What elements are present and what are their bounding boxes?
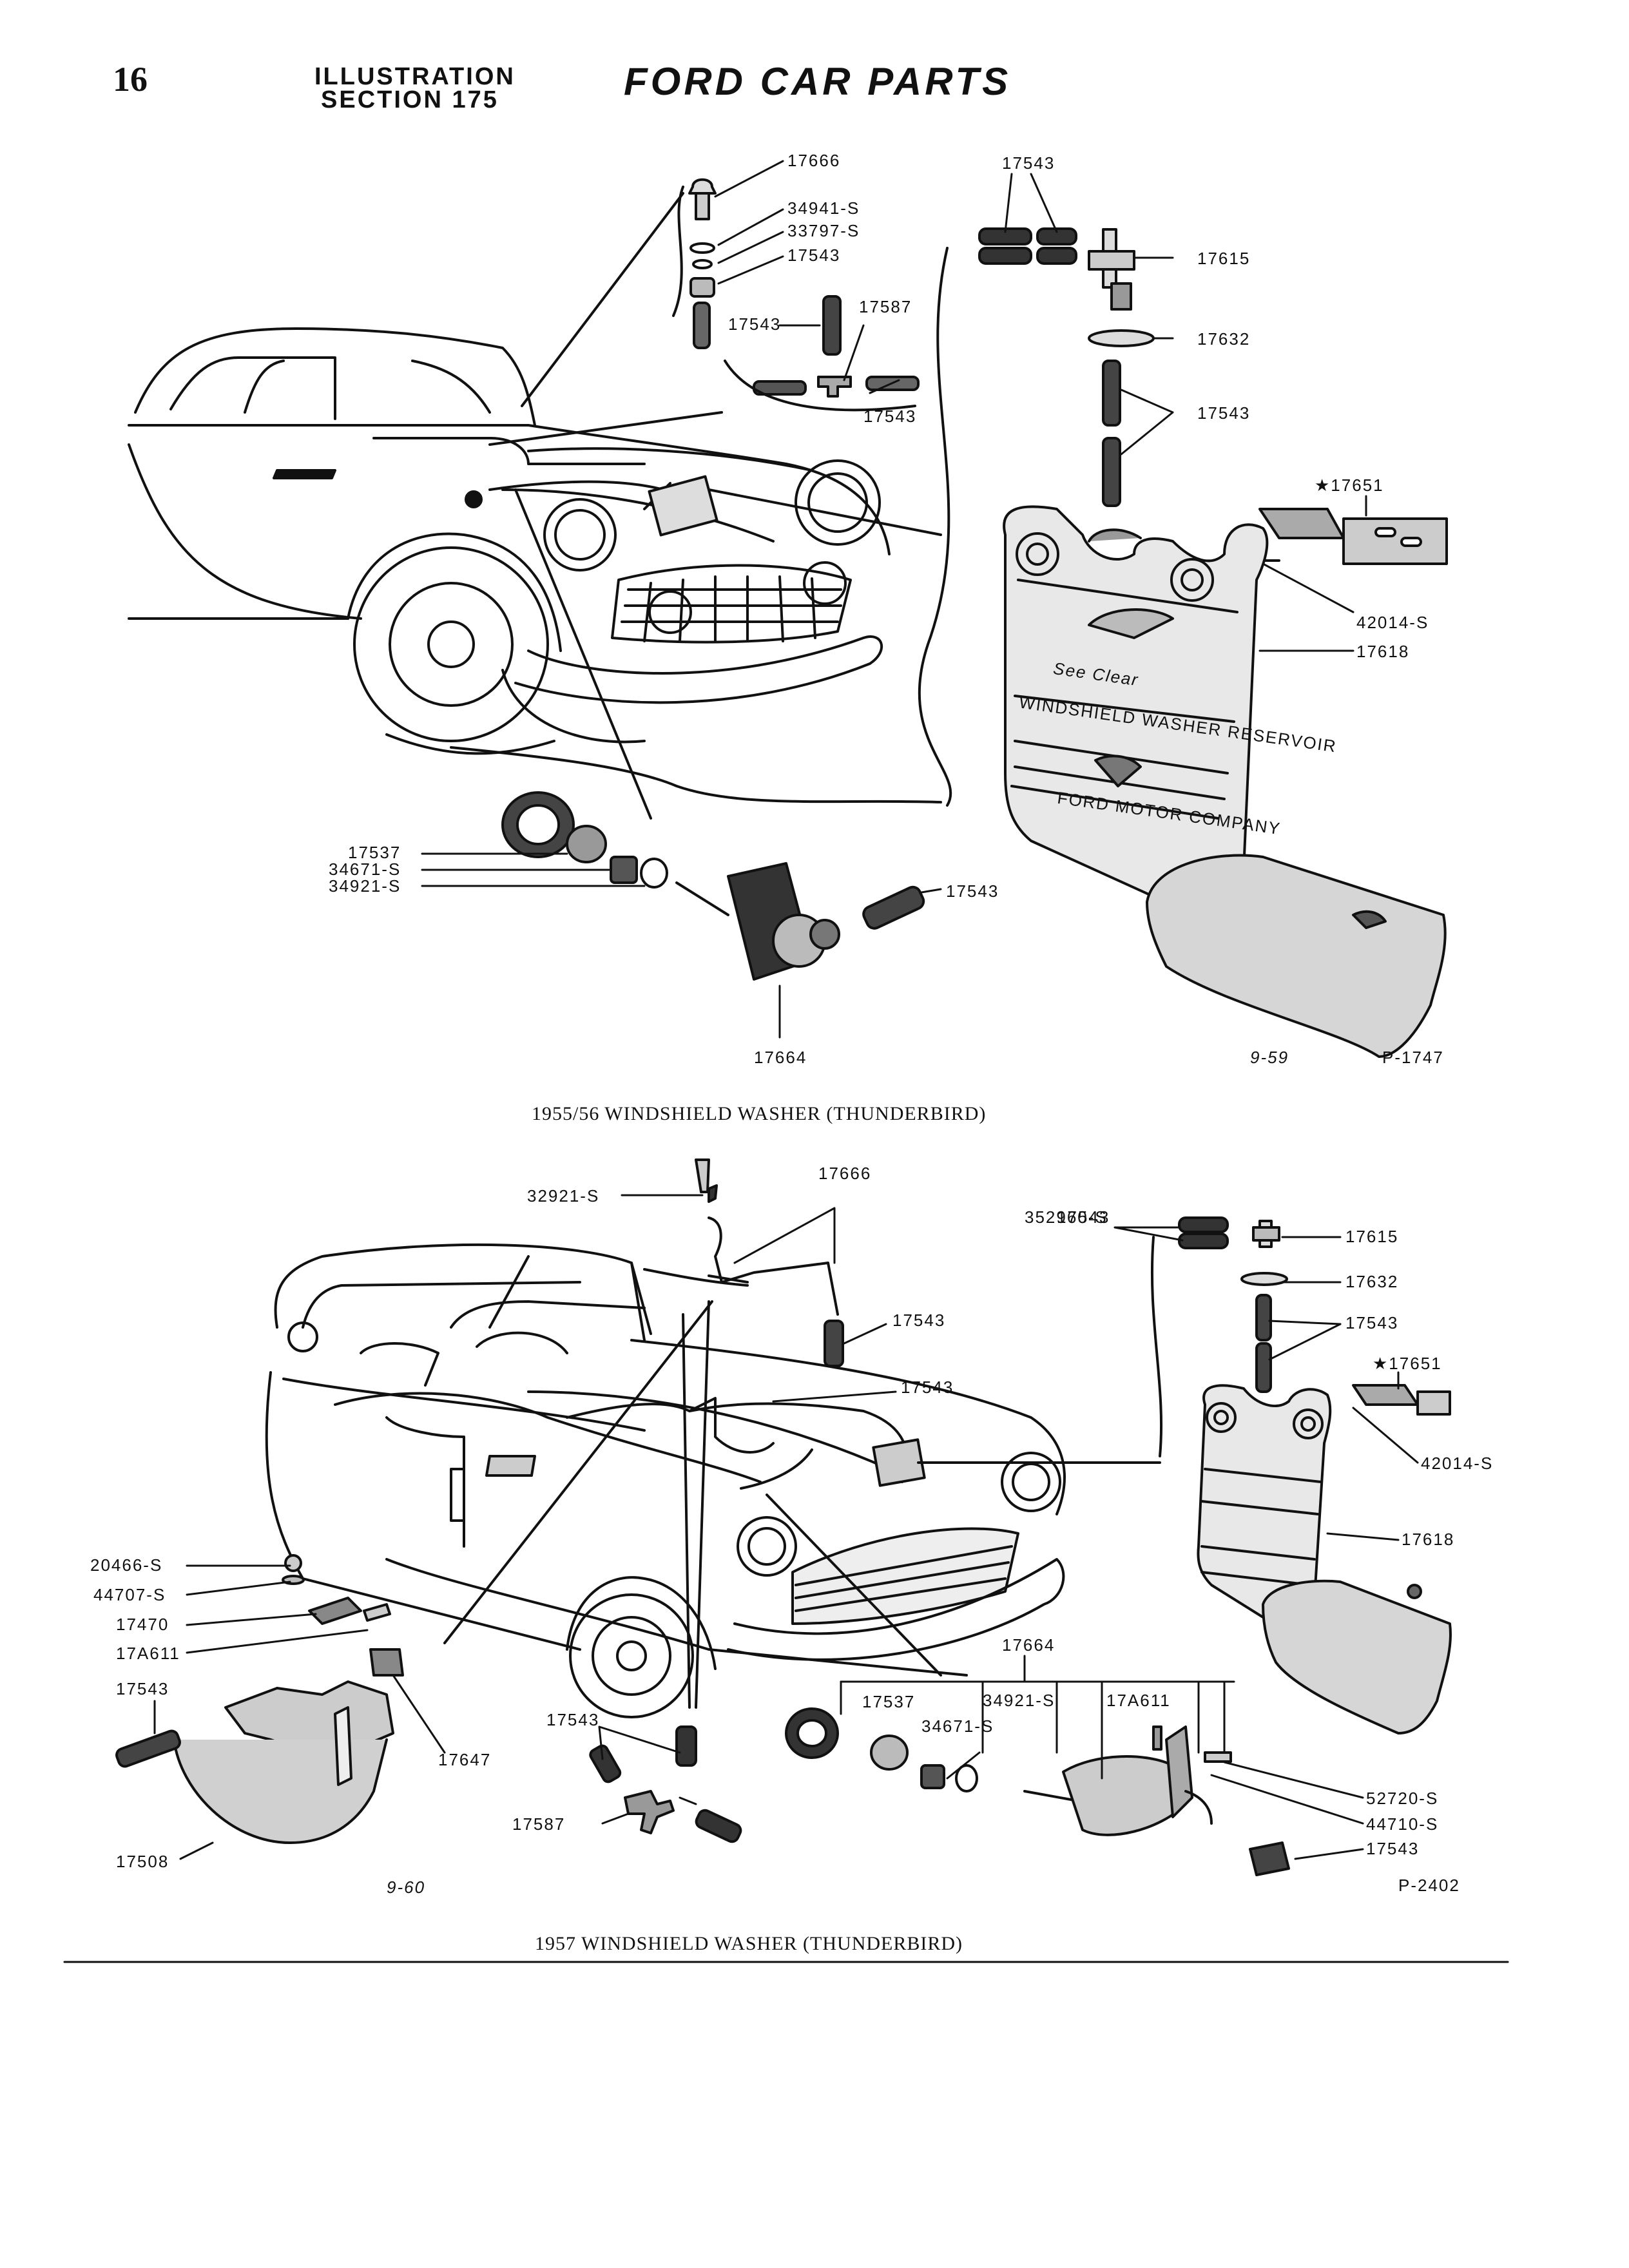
callout-label: 17A611: [1106, 1691, 1171, 1710]
callout-label: 17543: [1345, 1313, 1398, 1332]
callout-label: 17618: [1402, 1530, 1454, 1549]
figure1-car-drawing: [128, 327, 942, 803]
figure2-car-drawing: [265, 1243, 1066, 1718]
callout-label: 17543: [116, 1679, 169, 1698]
callout-label: 17666: [818, 1164, 871, 1183]
callout-label: 33797-S: [787, 221, 860, 240]
figure2-date-code: 9-60: [387, 1878, 425, 1897]
callout-label: 42014-S: [1421, 1454, 1493, 1473]
callout-label: 17587: [512, 1814, 565, 1834]
figure1-date-code: 9-59: [1250, 1048, 1289, 1067]
callout-label: 20466-S: [90, 1555, 162, 1575]
callout-label: 17587: [859, 297, 912, 316]
callout-label: 17543: [946, 881, 999, 901]
callout-label: 17543: [1057, 1207, 1110, 1227]
figure2-leader-lines: [443, 1300, 1161, 1709]
callout-label: 17543: [901, 1378, 954, 1397]
callout-label: 17543: [728, 314, 781, 334]
figure2-tee-fittings: [589, 1725, 742, 1843]
callout-label: 17543: [892, 1311, 945, 1330]
page-number: 16: [113, 60, 148, 99]
callout-label: 34941-S: [787, 198, 860, 218]
callout-label: 44707-S: [93, 1585, 166, 1604]
callout-label: 17A611: [116, 1644, 180, 1663]
callout-label: 17615: [1345, 1227, 1398, 1246]
callout-label: ★17651: [1315, 476, 1384, 495]
figure1-callout-leaders: [421, 160, 1367, 1039]
callout-label: 17632: [1197, 329, 1250, 349]
callout-label: 42014-S: [1356, 613, 1429, 632]
callout-label: 17537: [348, 843, 401, 862]
figure1-reservoir-bag: [1003, 505, 1447, 1058]
callout-label: 17508: [116, 1852, 169, 1871]
callout-label: 17543: [1002, 153, 1055, 173]
figure1-bracket: [1240, 508, 1448, 577]
callout-label: 17543: [1366, 1839, 1419, 1858]
callout-label: 34921-S: [329, 876, 401, 896]
callout-label: 17647: [438, 1750, 491, 1769]
callout-label: 32921-S: [527, 1186, 599, 1206]
figure1-leader-lines: [465, 192, 942, 820]
figure2-plate-number: P-2402: [1398, 1876, 1460, 1895]
callout-label: 17632: [1345, 1272, 1398, 1291]
figure2-nozzle-bracket: [695, 1158, 844, 1367]
callout-label: 17537: [862, 1692, 915, 1711]
callout-label: 352960-S: [1025, 1207, 1108, 1227]
callout-label: 17470: [116, 1615, 169, 1634]
figure1-break-line: [918, 247, 952, 807]
callout-label: 17543: [546, 1710, 599, 1729]
figure2-reservoir: [1150, 1216, 1452, 1735]
callout-label: 17618: [1356, 642, 1409, 661]
figure1-plate-number: P-1747: [1382, 1048, 1444, 1067]
figure1-reservoir-fittings: [978, 227, 1155, 507]
figure1-pump-assembly: [501, 791, 925, 981]
callout-label: 17666: [787, 151, 840, 170]
callout-label: 17615: [1197, 249, 1250, 268]
figure2-right-pump: [785, 1707, 1290, 1876]
figure1-nozzle-parts: [672, 178, 920, 412]
section-label-line1: ILLUSTRATION: [314, 63, 516, 90]
callout-label: 17664: [1002, 1635, 1055, 1655]
callout-label: 34671-S: [921, 1716, 994, 1736]
figure2-caption: 1957 WINDSHIELD WASHER (THUNDERBIRD): [535, 1933, 963, 1954]
callout-label: 34921-S: [983, 1691, 1055, 1710]
section-label-line2: SECTION 175: [321, 86, 499, 113]
callout-label: ★17651: [1373, 1354, 1442, 1373]
callout-label: 34671-S: [329, 860, 401, 879]
figure2-callout-leaders: [153, 1194, 1419, 1860]
callout-label: 17543: [863, 407, 916, 426]
callout-label: 17664: [754, 1048, 807, 1067]
callout-label: 17543: [1197, 403, 1250, 423]
catalog-title: FORD CAR PARTS: [624, 60, 1012, 103]
callout-label: 44710-S: [1366, 1814, 1438, 1834]
figure2-left-pump: [115, 1554, 404, 1844]
callout-label: 17543: [787, 245, 840, 265]
callout-label: 52720-S: [1366, 1789, 1438, 1808]
figure1-caption: 1955/56 WINDSHIELD WASHER (THUNDERBIRD): [532, 1103, 987, 1124]
